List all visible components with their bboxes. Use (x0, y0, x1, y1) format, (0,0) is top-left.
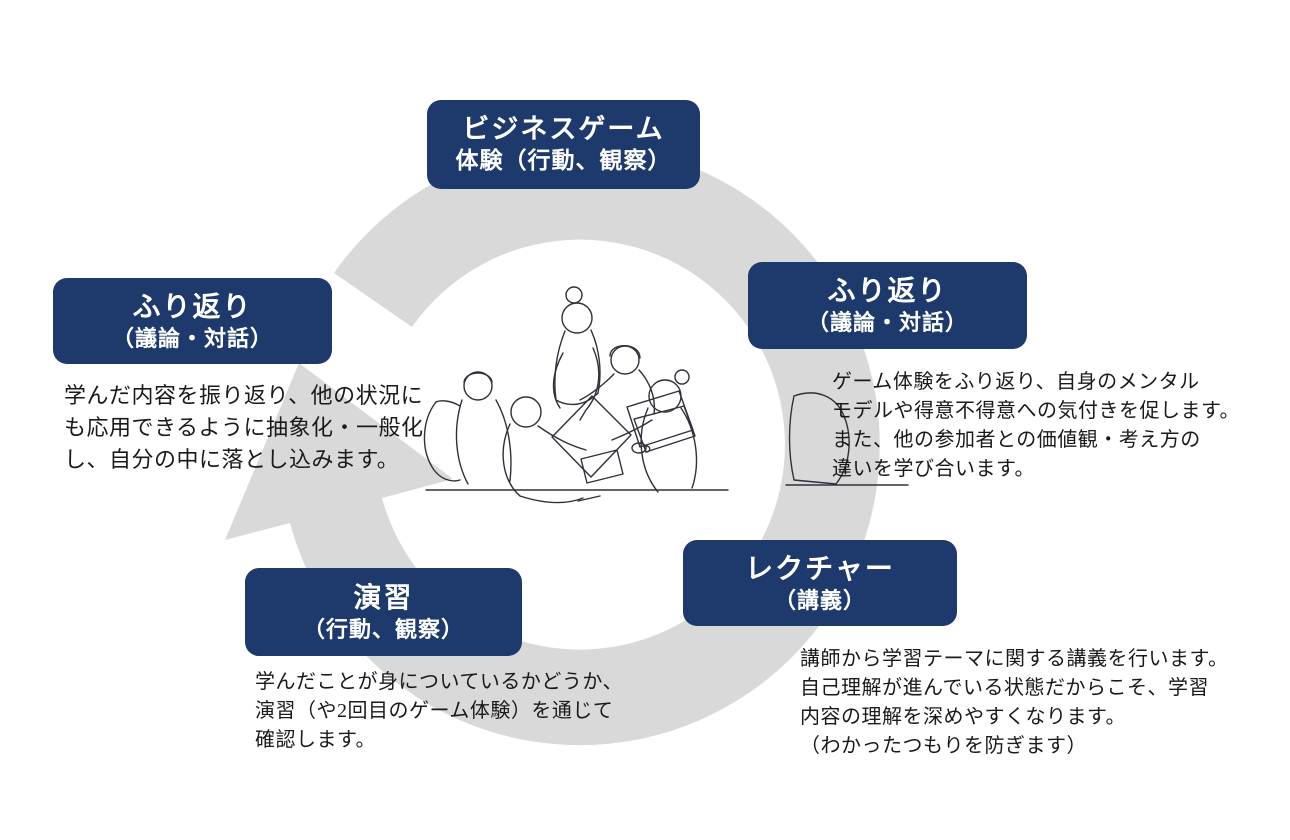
description-line: （わかったつもりを防ぎます） (800, 735, 1087, 757)
description-line: 演習（や2回目のゲーム体験）を通じて (255, 700, 614, 722)
paper (633, 405, 696, 453)
description-line: 学んだことが身についているかどうか、 (255, 671, 623, 693)
paper (551, 395, 632, 478)
pen (577, 495, 601, 502)
description-line: 学んだ内容を振り返り、他の状況に (64, 383, 424, 408)
description-line: ゲーム体験をふり返り、自身のメンタル (832, 371, 1200, 393)
pointing-arm (579, 347, 600, 421)
hair-bun (565, 286, 583, 304)
chair-left (423, 401, 461, 482)
node-reflection-left: ふり返り （議論・対話） (53, 278, 332, 364)
node-title: ふり返り (827, 276, 948, 308)
node-reflection-right: ふり返り （議論・対話） (748, 262, 1027, 349)
description-exercise: 学んだことが身についているかどうか、 演習（や2回目のゲーム体験）を通じて 確認… (255, 668, 655, 755)
description-line: 内容の理解を深めやすくなります。 (800, 706, 1126, 728)
node-title: ふり返り (132, 291, 253, 323)
node-subtitle: （議論・対話） (111, 325, 273, 351)
node-subtitle: （講義） (773, 587, 866, 613)
chair-right (793, 392, 850, 485)
person-head (561, 302, 593, 334)
node-subtitle: （議論・対話） (806, 310, 968, 336)
description-line: 自己理解が進んでいる状態だからこそ、学習 (800, 677, 1209, 699)
person-head (463, 371, 493, 401)
person-head (610, 345, 640, 375)
node-exercise: 演習 （行動、観察） (245, 568, 522, 656)
node-lecture: レクチャー （講義） (683, 540, 957, 626)
description-line: モデルや得意不得意への気付きを促します。 (832, 400, 1240, 422)
description-line: も応用できるように抽象化・一般化 (64, 414, 424, 440)
description-line: し、自分の中に落とし込みます。 (64, 446, 400, 472)
cup (631, 442, 647, 454)
description-line: 確認します。 (255, 729, 376, 751)
description-line: 講師から学習テーマに関する講義を行います。 (800, 648, 1229, 670)
person-head (510, 396, 542, 428)
description-line: 違いを学び合います。 (832, 458, 1035, 480)
node-title: ビジネスゲーム (462, 114, 665, 145)
node-title: レクチャー (745, 553, 895, 585)
hair-bun (674, 369, 690, 385)
description-lecture: 講師から学習テーマに関する講義を行います。 自己理解が進んでいる状態だからこそ、… (800, 645, 1250, 761)
cap (609, 345, 641, 359)
node-subtitle: （行動、観察） (302, 616, 464, 642)
description-reflection-right: ゲーム体験をふり返り、自身のメンタル モデルや得意不得意への気付きを促します。 … (832, 368, 1262, 484)
group-discussion-illustration (423, 286, 909, 504)
paper (626, 390, 694, 448)
node-business-game-experience: ビジネスゲーム 体験（行動、観察） (427, 100, 700, 189)
node-subtitle: 体験（行動、観察） (455, 148, 672, 173)
paper (580, 449, 624, 484)
node-title: 演習 (353, 582, 414, 614)
description-reflection-left: 学んだ内容を振り返り、他の状況に も応用できるように抽象化・一般化 し、自分の中… (64, 380, 474, 476)
description-line: また、他の参加者との価値観・考え方の (832, 429, 1201, 451)
